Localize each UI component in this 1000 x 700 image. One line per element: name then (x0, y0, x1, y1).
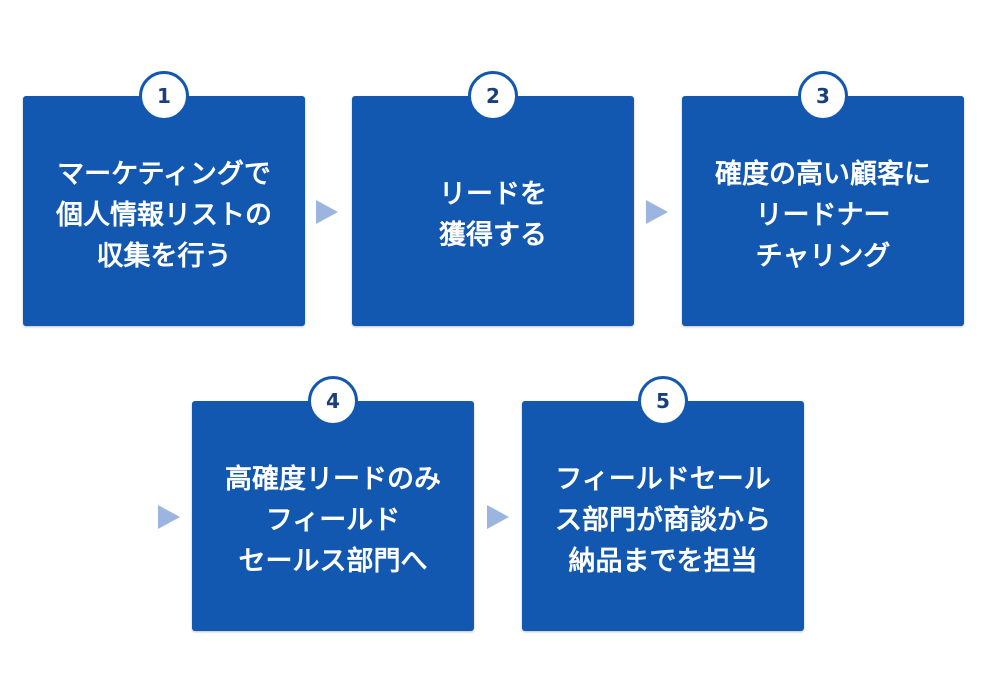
step-text: マーケティングで 個人情報リストの 収集を行う (56, 158, 272, 272)
step-number-badge: 5 (638, 376, 688, 426)
step-text: 確度の高い顧客に リードナー チャリング (715, 158, 931, 272)
step-number-badge: 4 (308, 376, 358, 426)
step-number-badge: 2 (468, 71, 518, 121)
step-5-box: 5 フィールドセール ス部門が商談から 納品までを担当 (522, 376, 804, 631)
step-text: リードを 獲得する (439, 179, 547, 251)
step-2-box: 2 リードを 獲得する (352, 71, 634, 326)
step-text: 高確度リードのみ フィールド セールス部門へ (225, 463, 441, 577)
step-number-badge: 3 (798, 71, 848, 121)
step-number-badge: 1 (139, 71, 189, 121)
step-text: フィールドセール ス部門が商談から 納品までを担当 (555, 463, 771, 577)
arrow-right-icon (646, 200, 668, 224)
arrow-right-icon (487, 505, 509, 529)
step-3-box: 3 確度の高い顧客に リードナー チャリング (682, 71, 964, 326)
step-4-box: 4 高確度リードのみ フィールド セールス部門へ (192, 376, 474, 631)
step-1-box: 1 マーケティングで 個人情報リストの 収集を行う (23, 71, 305, 326)
arrow-right-icon (158, 505, 180, 529)
arrow-right-icon (316, 200, 338, 224)
